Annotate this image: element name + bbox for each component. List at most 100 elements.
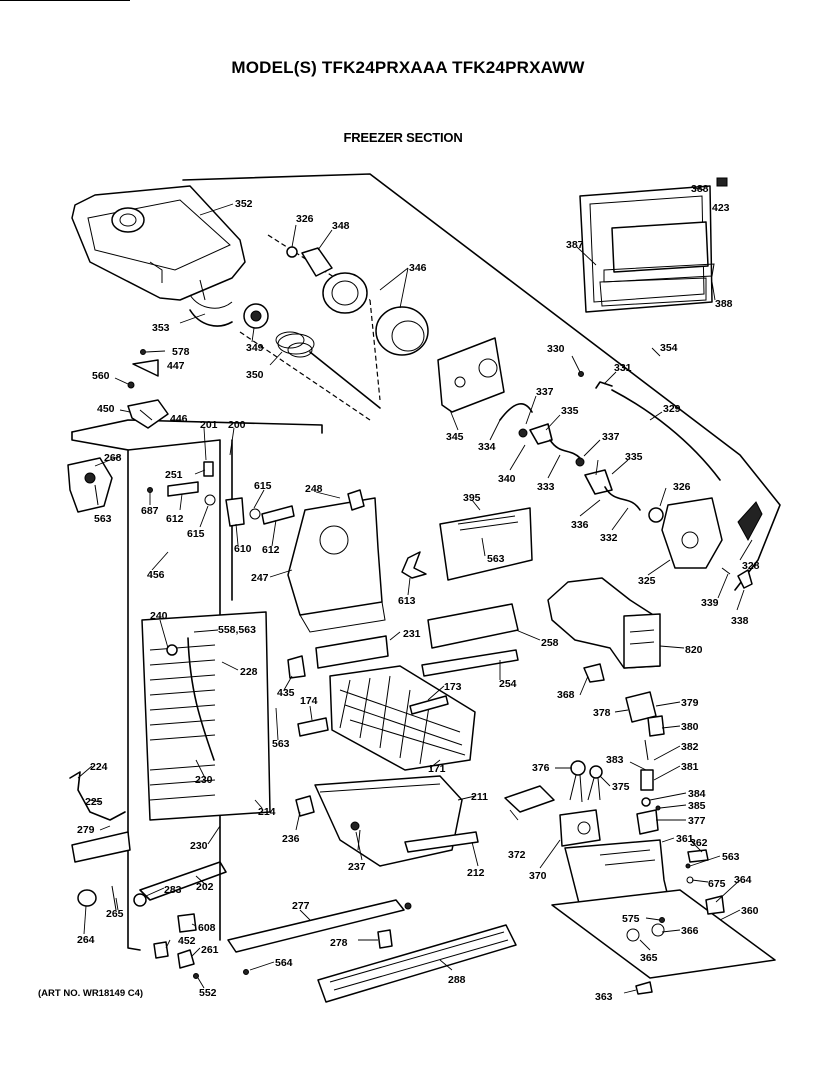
callout-615-lower: 615 — [187, 528, 205, 540]
housing-small-parts — [635, 849, 725, 995]
callout-363: 363 — [595, 991, 613, 1003]
callout-230-lower: 230 — [190, 840, 208, 852]
icemaker — [547, 577, 661, 669]
callout-224: 224 — [90, 761, 108, 773]
callout-173: 173 — [444, 681, 462, 693]
fan-blade — [401, 551, 427, 579]
callout-435: 435 — [277, 687, 295, 699]
callout-346: 346 — [409, 262, 427, 274]
callout-330: 330 — [547, 343, 565, 355]
callout-350: 350 — [246, 369, 264, 381]
door-front-panel — [579, 177, 728, 313]
callout-336: 336 — [571, 519, 589, 531]
callout-337: 337 — [536, 386, 554, 398]
callout-820: 820 — [685, 644, 703, 656]
callout-450: 450 — [97, 403, 115, 415]
callout-228: 228 — [240, 666, 258, 678]
dispenser-parts — [569, 691, 665, 835]
callout-612: 612 — [166, 513, 184, 525]
callout-368: 368 — [557, 689, 575, 701]
callout-338: 338 — [731, 615, 749, 627]
callout-362: 362 — [690, 837, 708, 849]
tube — [69, 771, 131, 863]
callout-335-lower: 335 — [625, 451, 643, 463]
callout-387: 387 — [566, 239, 584, 251]
callout-447: 447 — [167, 360, 185, 372]
callout-375: 375 — [612, 781, 630, 793]
callout-261: 261 — [201, 944, 219, 956]
section-title: FREEZER SECTION — [343, 130, 463, 145]
callout-340: 340 — [498, 473, 516, 485]
callout-328: 328 — [742, 560, 760, 572]
callout-382: 382 — [681, 741, 699, 753]
clip-236 — [295, 795, 315, 817]
callout-379: 379 — [681, 697, 699, 709]
callout-214: 214 — [258, 806, 276, 818]
callout-230: 230 — [195, 774, 213, 786]
liner-small-parts — [147, 461, 295, 527]
callout-174: 174 — [300, 695, 318, 707]
callout-564: 564 — [275, 957, 293, 969]
callout-279: 279 — [77, 824, 95, 836]
clip-435 — [287, 655, 306, 679]
callout-575: 575 — [622, 913, 640, 925]
callout-613: 613 — [398, 595, 416, 607]
callout-251: 251 — [165, 469, 183, 481]
callout-329: 329 — [663, 403, 681, 415]
callout-334: 334 — [478, 441, 496, 453]
callout-610: 610 — [234, 543, 252, 555]
callout-211: 211 — [471, 791, 488, 803]
callout-381: 381 — [681, 761, 699, 773]
callout-248: 248 — [305, 483, 323, 495]
callout-345: 345 — [446, 431, 464, 443]
callout-331: 331 — [614, 362, 632, 374]
callout-388: 388 — [691, 183, 709, 195]
callout-337-lower: 337 — [602, 431, 620, 443]
callout-578: 578 — [172, 346, 190, 358]
callout-384: 384 — [688, 788, 706, 800]
callout-378: 378 — [593, 707, 611, 719]
fan-motor-assembly — [648, 497, 763, 589]
callout-201: 201 — [200, 419, 218, 431]
callout-202: 202 — [196, 881, 214, 893]
callout-370: 370 — [529, 870, 547, 882]
shelf-parts — [421, 603, 519, 677]
solenoid — [559, 809, 601, 847]
callout-283: 283 — [164, 884, 182, 896]
auger-drive — [239, 234, 429, 421]
linkage-parts — [499, 371, 721, 511]
callout-365: 365 — [640, 952, 658, 964]
callout-212: 212 — [467, 867, 485, 879]
ice-bin — [314, 775, 479, 867]
callout-240: 240 — [150, 610, 168, 622]
callout-563: 563 — [94, 513, 112, 525]
evaporator-cover — [287, 489, 389, 669]
callout-325: 325 — [638, 575, 656, 587]
ice-bucket — [71, 185, 246, 309]
clip-368 — [583, 663, 605, 683]
diagram-title: MODEL(S) TFK24PRXAAA TFK24PRXAWW — [231, 58, 585, 77]
callout-395: 395 — [463, 492, 481, 504]
callout-563-left: 563 — [272, 738, 290, 750]
callout-608: 608 — [198, 922, 216, 934]
top-rule — [0, 0, 130, 1]
clip-174 — [297, 717, 329, 737]
evaporator — [141, 611, 271, 821]
callout-563-mid: 563 — [487, 553, 505, 565]
callout-200: 200 — [228, 419, 246, 431]
callout-231: 231 — [403, 628, 421, 640]
callout-264: 264 — [77, 934, 95, 946]
callout-268: 268 — [104, 452, 122, 464]
callout-339: 339 — [701, 597, 719, 609]
callout-352: 352 — [235, 198, 253, 210]
callout-254: 254 — [499, 678, 517, 690]
callout-372: 372 — [508, 849, 526, 861]
callout-225: 225 — [85, 796, 103, 808]
part-callouts: 352 326 348 346 388 423 387 388 353 349 … — [77, 183, 760, 1003]
callout-675: 675 — [708, 878, 726, 890]
callout-388-lower: 388 — [715, 298, 733, 310]
callout-612-lower: 612 — [262, 544, 280, 556]
callout-237: 237 — [348, 861, 366, 873]
callout-236: 236 — [282, 833, 300, 845]
